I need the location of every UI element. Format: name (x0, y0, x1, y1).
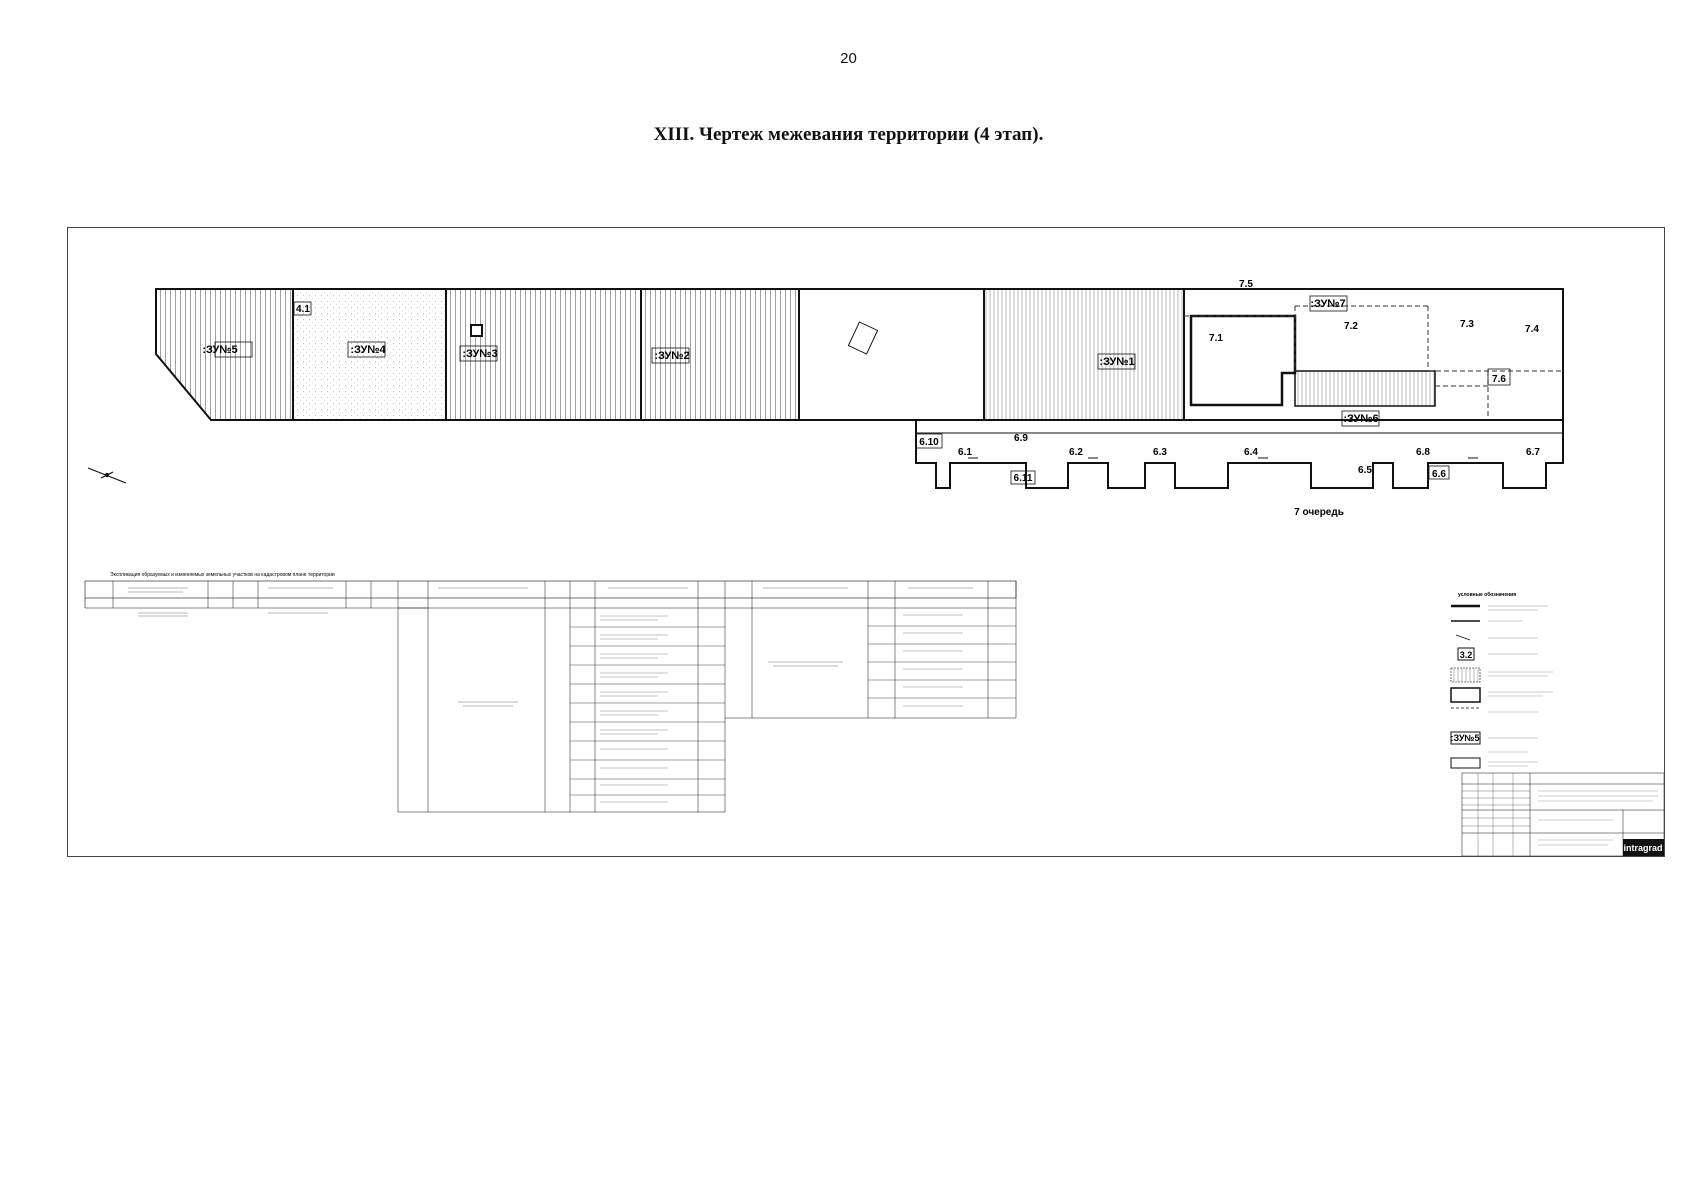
legend-title: условные обозначения (1458, 591, 1516, 598)
section-title: XIII. Чертеж межевания территории (4 эта… (653, 124, 1044, 145)
subparcel-label: 7.4 (1525, 324, 1539, 335)
page-number: 20 (840, 50, 857, 67)
drawing-sheet: :ЗУ№5 :ЗУ№4 :ЗУ№3 :ЗУ№2 :ЗУ№1 :ЗУ№7 :ЗУ№… (67, 227, 1665, 857)
subparcel-label: 6.6 (1432, 469, 1446, 480)
subparcel-label: 6.3 (1153, 447, 1167, 458)
subparcel-label: 6.1 (958, 447, 972, 458)
subparcel-labels: 4.1 7.5 7.1 7.2 7.3 7.4 7.6 6.10 6.1 6.9… (296, 279, 1540, 484)
parcel-label: :ЗУ№2 (654, 350, 689, 362)
subparcel-label: 6.10 (919, 437, 939, 448)
subparcel-label: 6.7 (1526, 447, 1540, 458)
brand-logo: intragrad (1623, 843, 1662, 853)
subparcel-label: 6.11 (1014, 473, 1033, 484)
subparcel-label: 7.3 (1460, 319, 1474, 330)
subparcel-label: 7.6 (1492, 374, 1506, 385)
legend-sample: :ЗУ№5 (1451, 733, 1480, 743)
parcel-label: :ЗУ№7 (1310, 298, 1345, 310)
subparcel-label: 6.5 (1358, 465, 1372, 476)
parcel-labels: :ЗУ№5 :ЗУ№4 :ЗУ№3 :ЗУ№2 :ЗУ№1 :ЗУ№7 :ЗУ№… (202, 298, 1378, 425)
subparcel-label: 6.2 (1069, 447, 1083, 458)
legend-sample: 3.2 (1460, 650, 1473, 660)
explication-table (84, 580, 1017, 813)
subparcel-label: 6.8 (1416, 447, 1430, 458)
subparcel-label: 7.2 (1344, 321, 1358, 332)
subparcel-label: 7.5 (1239, 279, 1253, 290)
explication-title: Экспликация образуемых и изменяемых земе… (110, 572, 335, 578)
subparcel-label: 6.4 (1244, 447, 1258, 458)
queue-label: 7 очередь (1294, 507, 1344, 518)
brand-logo-bg (1623, 839, 1664, 856)
parcel-strip (155, 288, 1564, 489)
north-arrow-icon (87, 467, 127, 484)
legend: условные обозначения 3.2 :ЗУ№5 (1450, 591, 1553, 769)
parcel-label: :ЗУ№3 (462, 348, 497, 360)
subparcel-label: 6.9 (1014, 433, 1028, 444)
land-survey-drawing: :ЗУ№5 :ЗУ№4 :ЗУ№3 :ЗУ№2 :ЗУ№1 :ЗУ№7 :ЗУ№… (84, 279, 1664, 856)
subparcel-label: 7.1 (1209, 333, 1223, 344)
parcel-label: :ЗУ№5 (202, 344, 237, 356)
parcel-label: :ЗУ№4 (350, 344, 386, 356)
parcel-label: :ЗУ№1 (1099, 356, 1134, 368)
subparcel-label: 4.1 (296, 304, 310, 315)
title-block (1461, 772, 1664, 856)
parcel-label: :ЗУ№6 (1343, 413, 1378, 425)
